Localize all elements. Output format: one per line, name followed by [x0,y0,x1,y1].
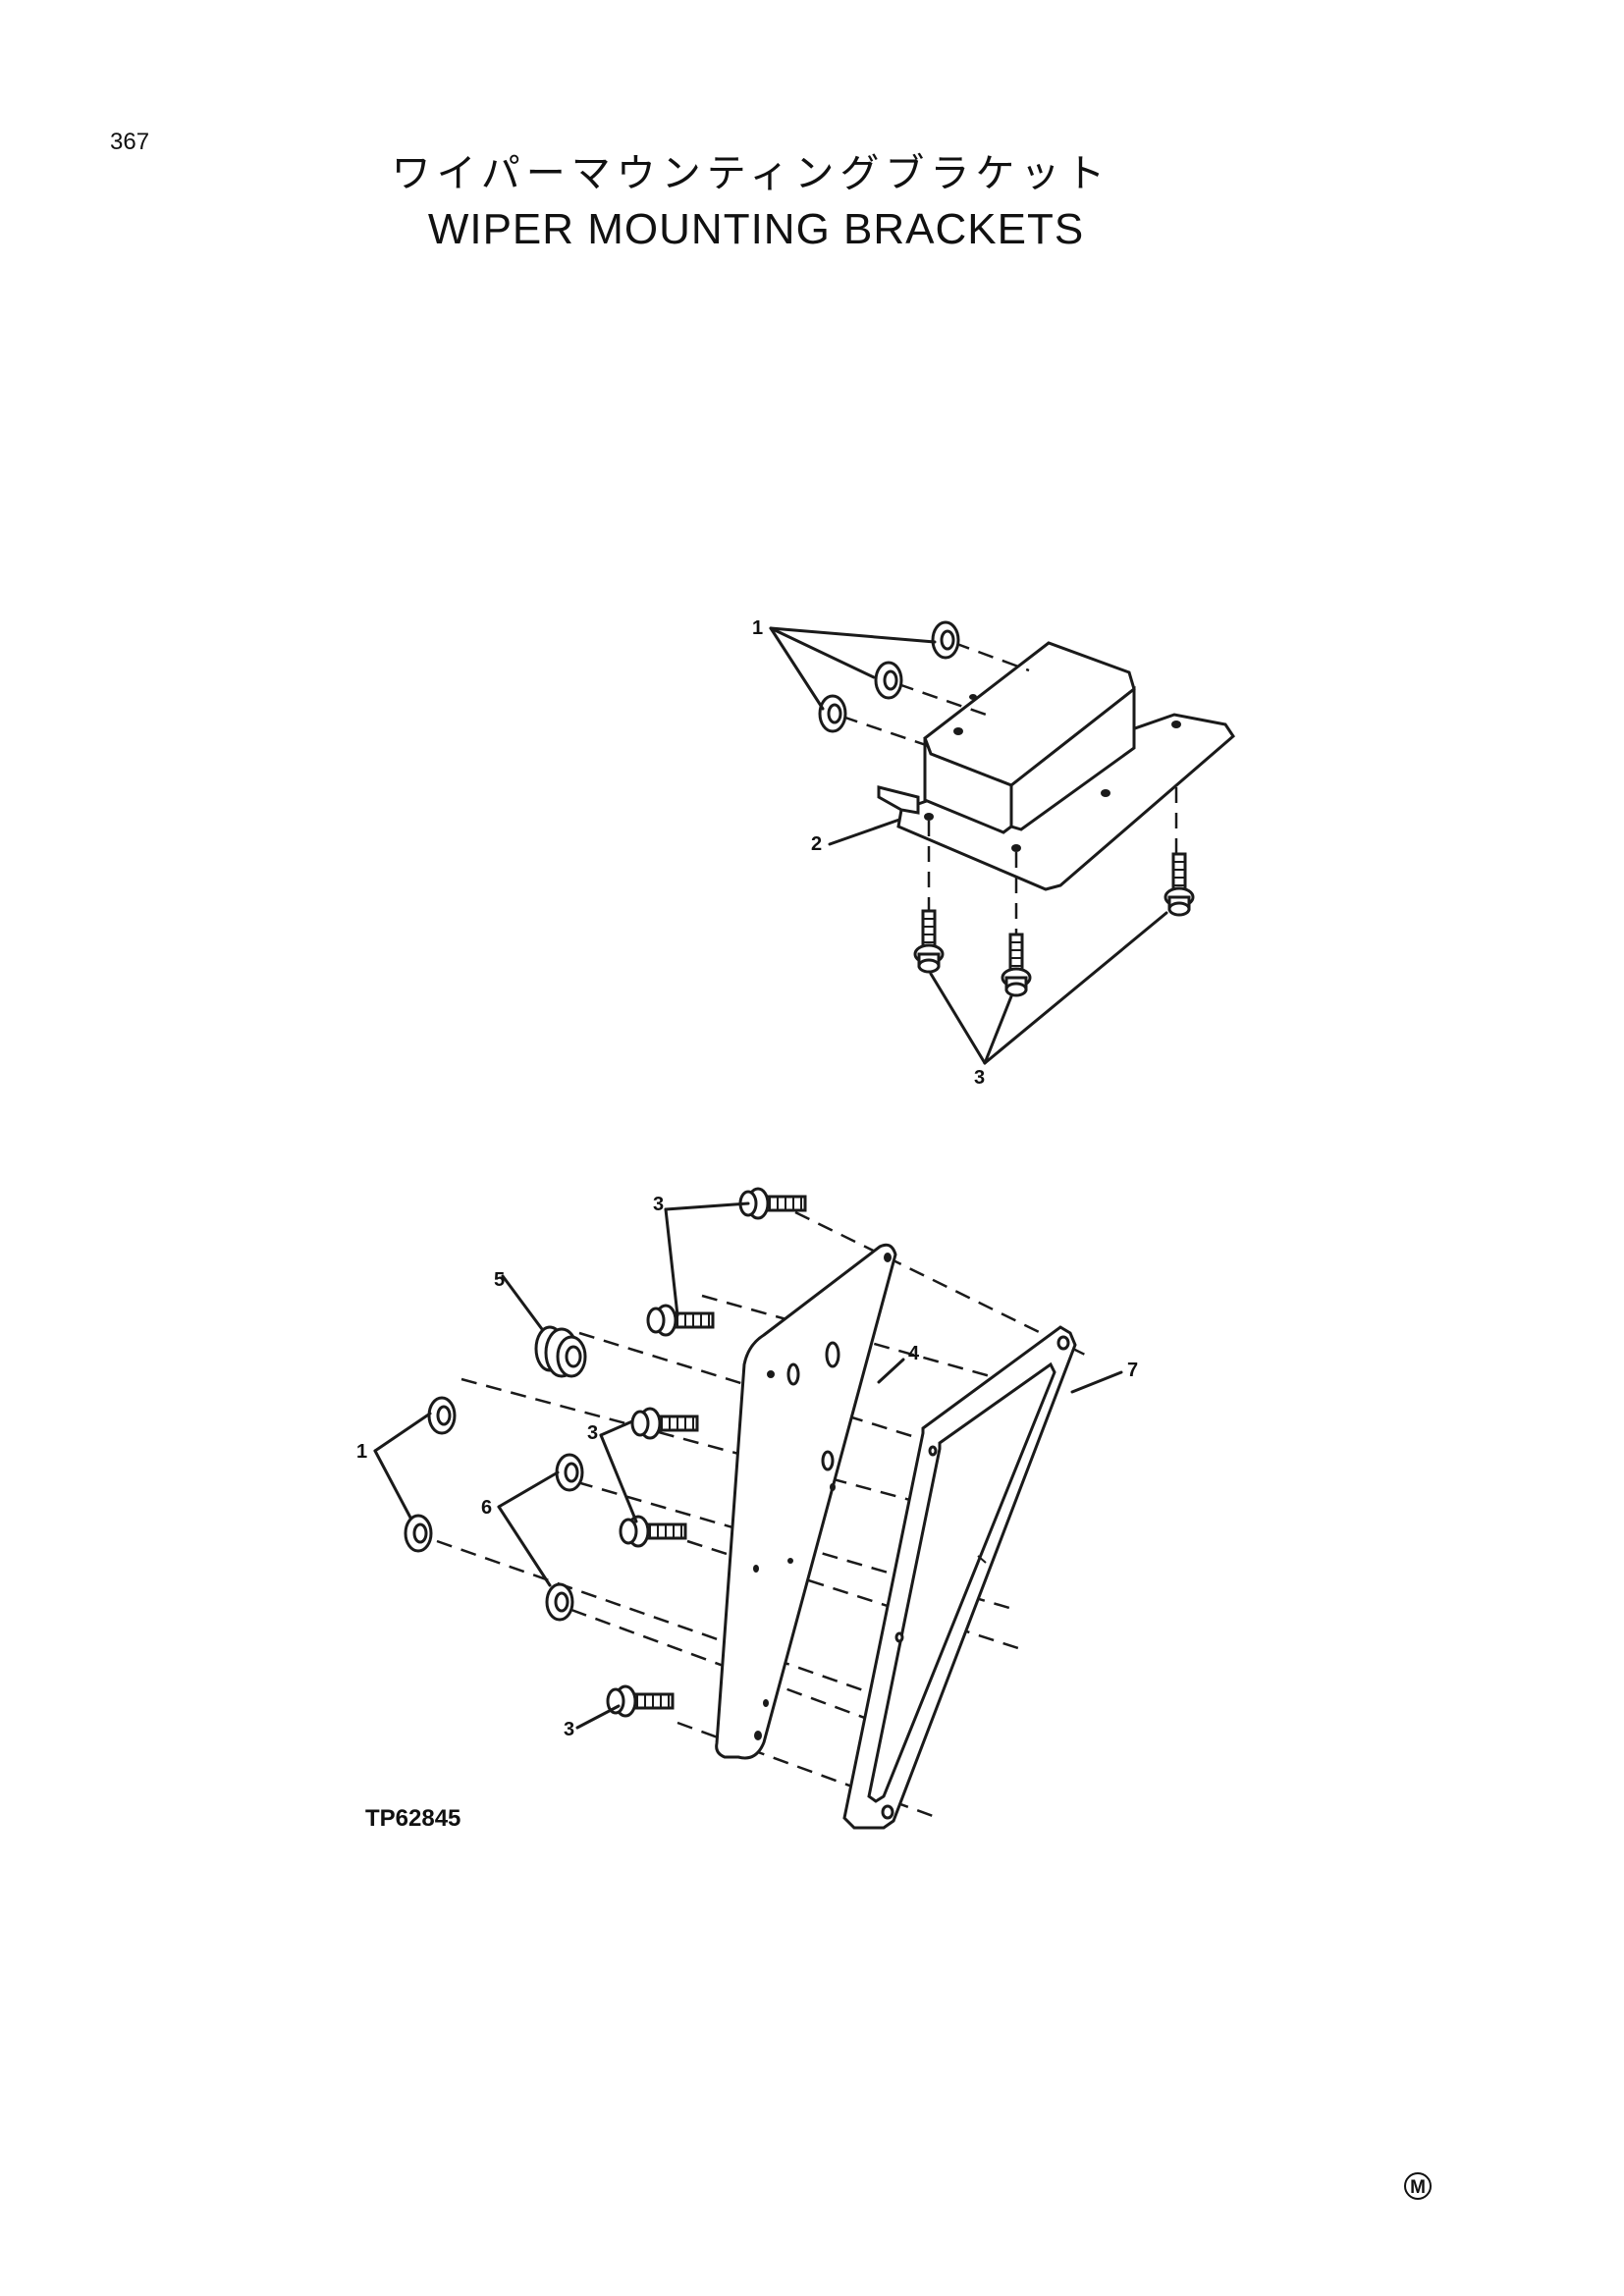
callout-bottom-bolts-upper: 3 [653,1194,664,1215]
bottom-bolt-4 [619,1515,687,1548]
top-washer-2 [874,661,903,700]
grommet [534,1325,587,1378]
bottom-bolt-1 [738,1187,807,1220]
mounting-plate [715,1243,897,1760]
top-assembly: 1 2 3 [752,617,1235,1089]
callout-grommet: 5 [494,1269,505,1291]
top-washer-1 [931,620,960,660]
top-bracket-tab [877,785,920,815]
callout-bottom-bolts-middle: 3 [587,1422,598,1444]
bottom-washer-6a [555,1453,584,1492]
corner-mark: M [1404,2172,1432,2200]
top-bolt-1 [913,909,945,974]
callout-bottom-washers-mid: 6 [481,1497,492,1519]
title-japanese: ワイパーマウンティングブラケット [392,151,1111,196]
corner-mark-letter: M [1410,2177,1426,2198]
callout-plate: 4 [908,1343,920,1364]
callout-gasket: 7 [1127,1360,1138,1381]
gasket-inner [867,1362,1056,1803]
top-washer-3 [818,694,847,733]
callout-bottom-bolt-lower: 3 [564,1719,574,1740]
bottom-washer-1b [404,1514,433,1553]
bottom-bolt-5 [606,1684,675,1718]
drawing-reference-code: TP62845 [365,1805,460,1832]
callout-top-bolts: 3 [974,1067,985,1089]
title-english: WIPER MOUNTING BRACKETS [428,205,1084,253]
callout-top-washers: 1 [752,617,763,639]
bottom-assembly: 3 5 4 7 3 1 6 3 [356,1187,1138,1830]
bottom-washer-1a [427,1396,457,1435]
callout-bottom-washers-left: 1 [356,1441,367,1463]
bottom-washer-6b [545,1582,574,1622]
callout-top-bracket: 2 [811,833,822,855]
top-bracket-plate [896,713,1235,891]
page-number: 367 [110,129,149,155]
top-bolt-2 [1001,933,1032,997]
bottom-bolt-2 [646,1304,715,1337]
top-bolt-3 [1164,852,1195,917]
motor-housing-side [1009,685,1136,831]
